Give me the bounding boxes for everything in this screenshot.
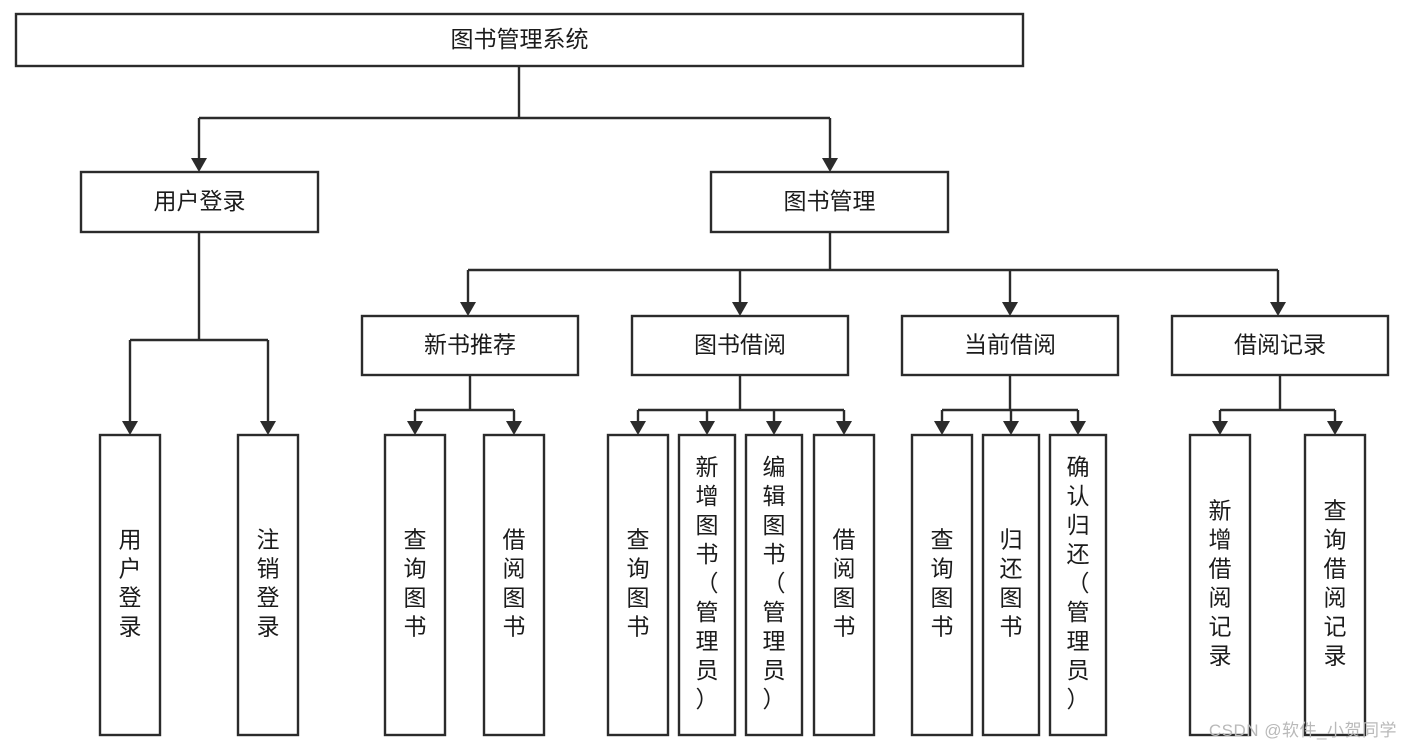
node-leaf-query-record[interactable]: 查询借阅记录 [1303, 433, 1367, 737]
node-new-book-recommend[interactable]: 新书推荐 [360, 314, 580, 377]
node-box-user-login-module [79, 170, 320, 234]
node-box-leaf-add-record [1188, 433, 1252, 737]
node-box-leaf-user-login [98, 433, 162, 737]
node-label-leaf-query-book-3: 查询图书 [931, 527, 954, 640]
node-book-borrow[interactable]: 图书借阅 [630, 314, 850, 377]
node-label-leaf-add-record: 新增借阅记录 [1209, 498, 1232, 669]
node-leaf-edit-book[interactable]: 编辑图书（管理员） [744, 433, 804, 737]
node-label-leaf-return-book: 归还图书 [1000, 527, 1023, 640]
arrow-head-icon [260, 421, 276, 435]
node-box-leaf-query-record [1303, 433, 1367, 737]
node-label-leaf-borrow-book-2: 借阅图书 [833, 527, 856, 640]
arrow-head-icon [1070, 421, 1086, 435]
node-leaf-confirm-return[interactable]: 确认归还（管理员） [1048, 433, 1108, 737]
node-box-leaf-query-book-3 [910, 433, 974, 737]
node-label-leaf-query-record: 查询借阅记录 [1324, 498, 1347, 669]
node-borrow-record[interactable]: 借阅记录 [1170, 314, 1390, 377]
arrow-head-icon [460, 302, 476, 316]
node-box-book-management-module [709, 170, 950, 234]
node-box-new-book-recommend [360, 314, 580, 377]
node-box-leaf-confirm-return [1048, 433, 1108, 737]
node-label-leaf-add-book: 新增图书（管理员） [696, 454, 719, 712]
arrow-head-icon [836, 421, 852, 435]
node-leaf-query-book-3[interactable]: 查询图书 [910, 433, 974, 737]
node-label-borrow-record: 借阅记录 [1234, 332, 1326, 358]
arrow-head-icon [1212, 421, 1228, 435]
node-leaf-return-book[interactable]: 归还图书 [981, 433, 1041, 737]
node-box-borrow-record [1170, 314, 1390, 377]
node-leaf-query-book-2[interactable]: 查询图书 [606, 433, 670, 737]
node-label-book-borrow: 图书借阅 [694, 332, 786, 358]
node-box-leaf-query-book-2 [606, 433, 670, 737]
node-box-book-borrow [630, 314, 850, 377]
node-leaf-user-login[interactable]: 用户登录 [98, 433, 162, 737]
arrow-head-icon [630, 421, 646, 435]
arrow-head-icon [122, 421, 138, 435]
node-box-leaf-edit-book [744, 433, 804, 737]
arrow-head-icon [1327, 421, 1343, 435]
node-box-leaf-return-book [981, 433, 1041, 737]
node-box-leaf-add-book [677, 433, 737, 737]
arrow-head-icon [822, 158, 838, 172]
node-box-leaf-query-book-1 [383, 433, 447, 737]
node-box-current-borrow [900, 314, 1120, 377]
node-layer: 图书管理系统用户登录图书管理新书推荐图书借阅当前借阅借阅记录用户登录注销登录查询… [14, 12, 1390, 737]
node-user-login-module[interactable]: 用户登录 [79, 170, 320, 234]
node-box-leaf-borrow-book-2 [812, 433, 876, 737]
arrow-head-icon [1003, 421, 1019, 435]
arrow-head-icon [732, 302, 748, 316]
node-label-leaf-confirm-return: 确认归还（管理员） [1067, 454, 1090, 712]
node-label-leaf-query-book-2: 查询图书 [627, 527, 650, 640]
node-leaf-add-record[interactable]: 新增借阅记录 [1188, 433, 1252, 737]
node-book-management-module[interactable]: 图书管理 [709, 170, 950, 234]
node-label-leaf-user-login: 用户登录 [119, 527, 142, 640]
node-label-root: 图书管理系统 [451, 26, 589, 52]
node-label-leaf-query-book-1: 查询图书 [404, 527, 427, 640]
node-label-new-book-recommend: 新书推荐 [424, 332, 516, 358]
node-label-leaf-logout: 注销登录 [257, 527, 280, 640]
node-label-current-borrow: 当前借阅 [964, 332, 1056, 358]
arrow-head-icon [407, 421, 423, 435]
arrow-head-icon [699, 421, 715, 435]
node-box-leaf-borrow-book-1 [482, 433, 546, 737]
node-label-leaf-edit-book: 编辑图书（管理员） [763, 454, 786, 712]
node-leaf-borrow-book-2[interactable]: 借阅图书 [812, 433, 876, 737]
node-box-leaf-logout [236, 433, 300, 737]
node-current-borrow[interactable]: 当前借阅 [900, 314, 1120, 377]
arrow-head-icon [934, 421, 950, 435]
node-leaf-query-book-1[interactable]: 查询图书 [383, 433, 447, 737]
node-label-leaf-borrow-book-1: 借阅图书 [503, 527, 526, 640]
node-root[interactable]: 图书管理系统 [14, 12, 1025, 68]
node-leaf-logout[interactable]: 注销登录 [236, 433, 300, 737]
arrow-head-icon [191, 158, 207, 172]
connector-layer [122, 66, 1343, 435]
node-box-root [14, 12, 1025, 68]
node-label-book-management-module: 图书管理 [784, 188, 876, 214]
node-leaf-add-book[interactable]: 新增图书（管理员） [677, 433, 737, 737]
arrow-head-icon [506, 421, 522, 435]
arrow-head-icon [766, 421, 782, 435]
arrow-head-icon [1270, 302, 1286, 316]
arrow-head-icon [1002, 302, 1018, 316]
node-leaf-borrow-book-1[interactable]: 借阅图书 [482, 433, 546, 737]
node-label-user-login-module: 用户登录 [154, 188, 246, 214]
